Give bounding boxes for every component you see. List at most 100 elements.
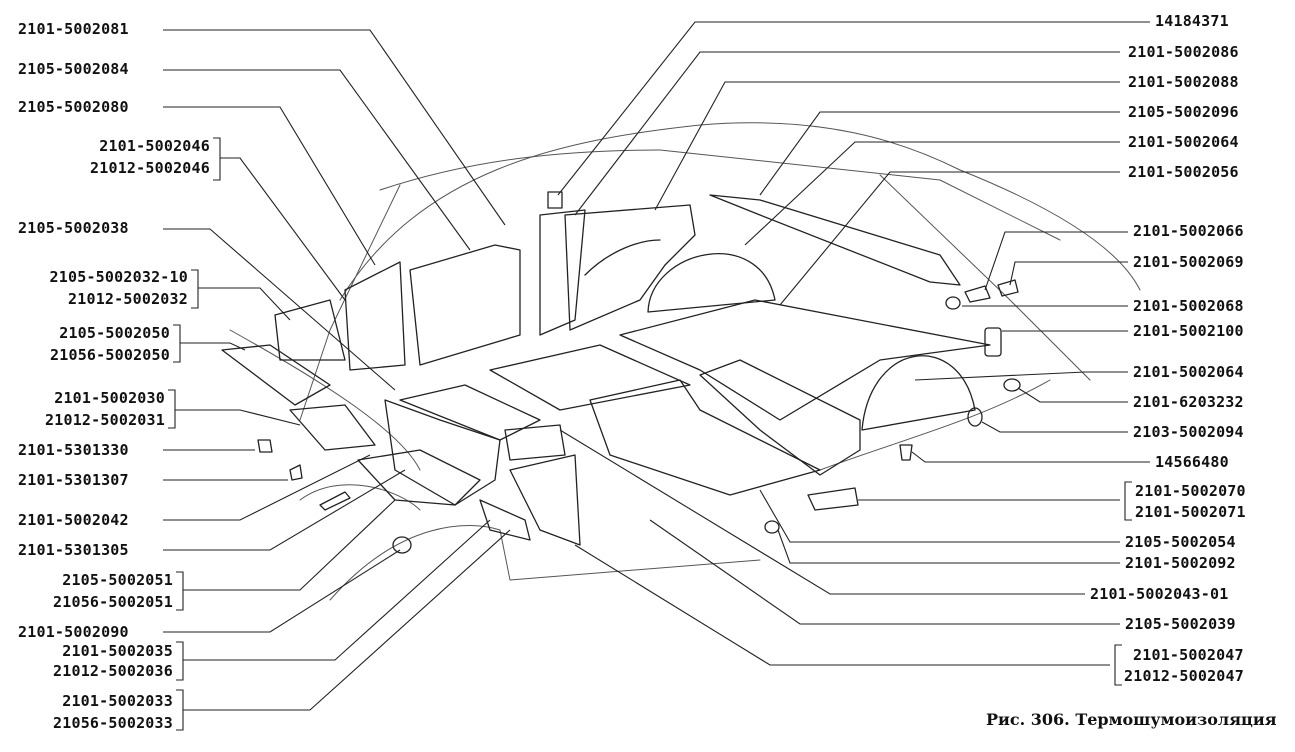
- bracket-right-1: [1124, 481, 1132, 521]
- parcel-shelf-strip: [709, 194, 961, 286]
- rear-panel-pillar: [539, 209, 586, 336]
- label-right-2105-5002039: 2105-5002039: [1125, 615, 1236, 633]
- label-left-21012-5002036: 21012-5002036: [53, 662, 173, 680]
- label-left-2101-5301305: 2101-5301305: [18, 541, 129, 559]
- leader-left-6: [198, 287, 291, 321]
- dash-insulator: [504, 424, 566, 461]
- plug-2101-5301330: [257, 439, 273, 453]
- label-right-2101-6203232: 2101-6203232: [1133, 393, 1244, 411]
- leader-right-8: [1009, 261, 1128, 286]
- leader-right-2: [574, 51, 1120, 216]
- kick-panel: [289, 404, 376, 451]
- label-left-2101-5002035: 2101-5002035: [62, 642, 173, 660]
- wheel-arch-rear: [647, 253, 776, 313]
- leader-left-12: [163, 469, 406, 551]
- bracket-left-1: [213, 137, 221, 181]
- rear-door-inner: [584, 239, 661, 276]
- leader-right-20: [574, 544, 1110, 666]
- label-right-2101-5002071: 2101-5002071: [1135, 503, 1246, 521]
- leader-right-17: [777, 529, 1120, 564]
- leader-right-12: [1017, 387, 1128, 403]
- leader-left-7: [180, 342, 246, 351]
- car-body-outline: [229, 122, 1141, 601]
- leader-right-5: [744, 141, 1120, 246]
- leader-right-13: [981, 421, 1128, 433]
- side-panel-left: [221, 344, 331, 406]
- floor-front-mat: [589, 379, 821, 496]
- plug-2101-5002068: [945, 296, 961, 310]
- leader-left-14: [163, 549, 401, 633]
- plug-2101-6203232: [1003, 378, 1021, 392]
- leader-left-16: [183, 529, 511, 711]
- bracket-left-6: [176, 641, 184, 681]
- label-left-2101-5002081: 2101-5002081: [18, 20, 129, 38]
- label-left-2101-5002030: 2101-5002030: [54, 389, 165, 407]
- leader-right-4: [759, 111, 1120, 196]
- front-door-trim: [509, 454, 581, 546]
- pad-2101-5002070: [807, 487, 859, 511]
- label-left-2105-5002050: 2105-5002050: [59, 324, 170, 342]
- label-left-2101-5301307: 2101-5301307: [18, 471, 129, 489]
- rear-door-panel: [564, 204, 696, 331]
- leader-right-14: [911, 451, 1150, 463]
- leader-left-2: [163, 69, 471, 251]
- plug-2103-5002094: [967, 407, 983, 427]
- floor-center-mat: [489, 344, 691, 411]
- label-left-2101-5002090: 2101-5002090: [18, 623, 129, 641]
- pad-2101-5002100: [984, 327, 1002, 357]
- leader-right-18: [559, 429, 1085, 595]
- pad-2101-5002069: [997, 279, 1019, 297]
- leader-right-7: [984, 231, 1128, 291]
- leader-right-11: [914, 371, 1128, 381]
- label-left-2105-5002084: 2105-5002084: [18, 60, 129, 78]
- footwell-panel: [357, 449, 481, 506]
- label-right-2101-5002068: 2101-5002068: [1133, 297, 1244, 315]
- figure-caption: Рис. 306. Термошумоизоляция: [986, 710, 1277, 729]
- label-right-2101-5002066: 2101-5002066: [1133, 222, 1244, 240]
- label-left-21056-5002051: 21056-5002051: [53, 593, 173, 611]
- leader-left-5: [163, 228, 396, 391]
- clip-14184371: [547, 191, 563, 209]
- leader-right-1: [557, 21, 1150, 196]
- leader-left-3: [163, 106, 376, 266]
- rear-panel-left: [344, 261, 406, 371]
- floor-left-mat: [399, 384, 541, 441]
- bracket-left-5: [176, 571, 184, 611]
- label-right-2101-5002056: 2101-5002056: [1128, 163, 1239, 181]
- leader-left-1: [163, 29, 506, 226]
- bracket-left-7: [176, 689, 184, 731]
- firewall-left: [274, 299, 346, 361]
- label-right-2103-5002094: 2103-5002094: [1133, 423, 1244, 441]
- label-right-2101-5002100: 2101-5002100: [1133, 322, 1244, 340]
- bracket-left-2: [191, 269, 199, 309]
- label-left-2101-5002042: 2101-5002042: [18, 511, 129, 529]
- label-left-2105-5002038: 2105-5002038: [18, 219, 129, 237]
- label-right-2101-5002047: 2101-5002047: [1133, 646, 1244, 664]
- leader-left-4: [220, 157, 346, 301]
- leader-right-6: [779, 171, 1120, 306]
- label-right-2101-5002070: 2101-5002070: [1135, 482, 1246, 500]
- leader-left-15: [183, 519, 491, 661]
- plug-2101-5002092: [764, 520, 780, 534]
- label-left-21012-5002032: 21012-5002032: [68, 290, 188, 308]
- leader-left-13: [183, 499, 396, 591]
- leader-right-19: [649, 519, 1120, 625]
- bracket-left-3: [173, 324, 181, 363]
- leader-right-3: [654, 81, 1120, 211]
- label-left-2105-5002032-10: 2105-5002032-10: [49, 268, 188, 286]
- label-right-2101-5002088: 2101-5002088: [1128, 73, 1239, 91]
- leader-left-8: [175, 409, 301, 426]
- label-left-2105-5002051: 2105-5002051: [62, 571, 173, 589]
- tunnel-cover: [384, 399, 501, 506]
- label-left-21056-5002050: 21056-5002050: [50, 346, 170, 364]
- label-right-2101-5002064-b: 2101-5002064: [1133, 363, 1244, 381]
- label-left-2101-5002046: 2101-5002046: [99, 137, 210, 155]
- label-left-21012-5002031: 21012-5002031: [45, 411, 165, 429]
- label-right-2101-5002043-01: 2101-5002043-01: [1090, 585, 1229, 603]
- floor-rear-mat: [619, 299, 991, 421]
- label-right-2101-5002064-a: 2101-5002064: [1128, 133, 1239, 151]
- bracket-left-4: [168, 389, 176, 429]
- plug-2101-5301307: [289, 464, 303, 481]
- wheel-arch-right: [861, 355, 976, 431]
